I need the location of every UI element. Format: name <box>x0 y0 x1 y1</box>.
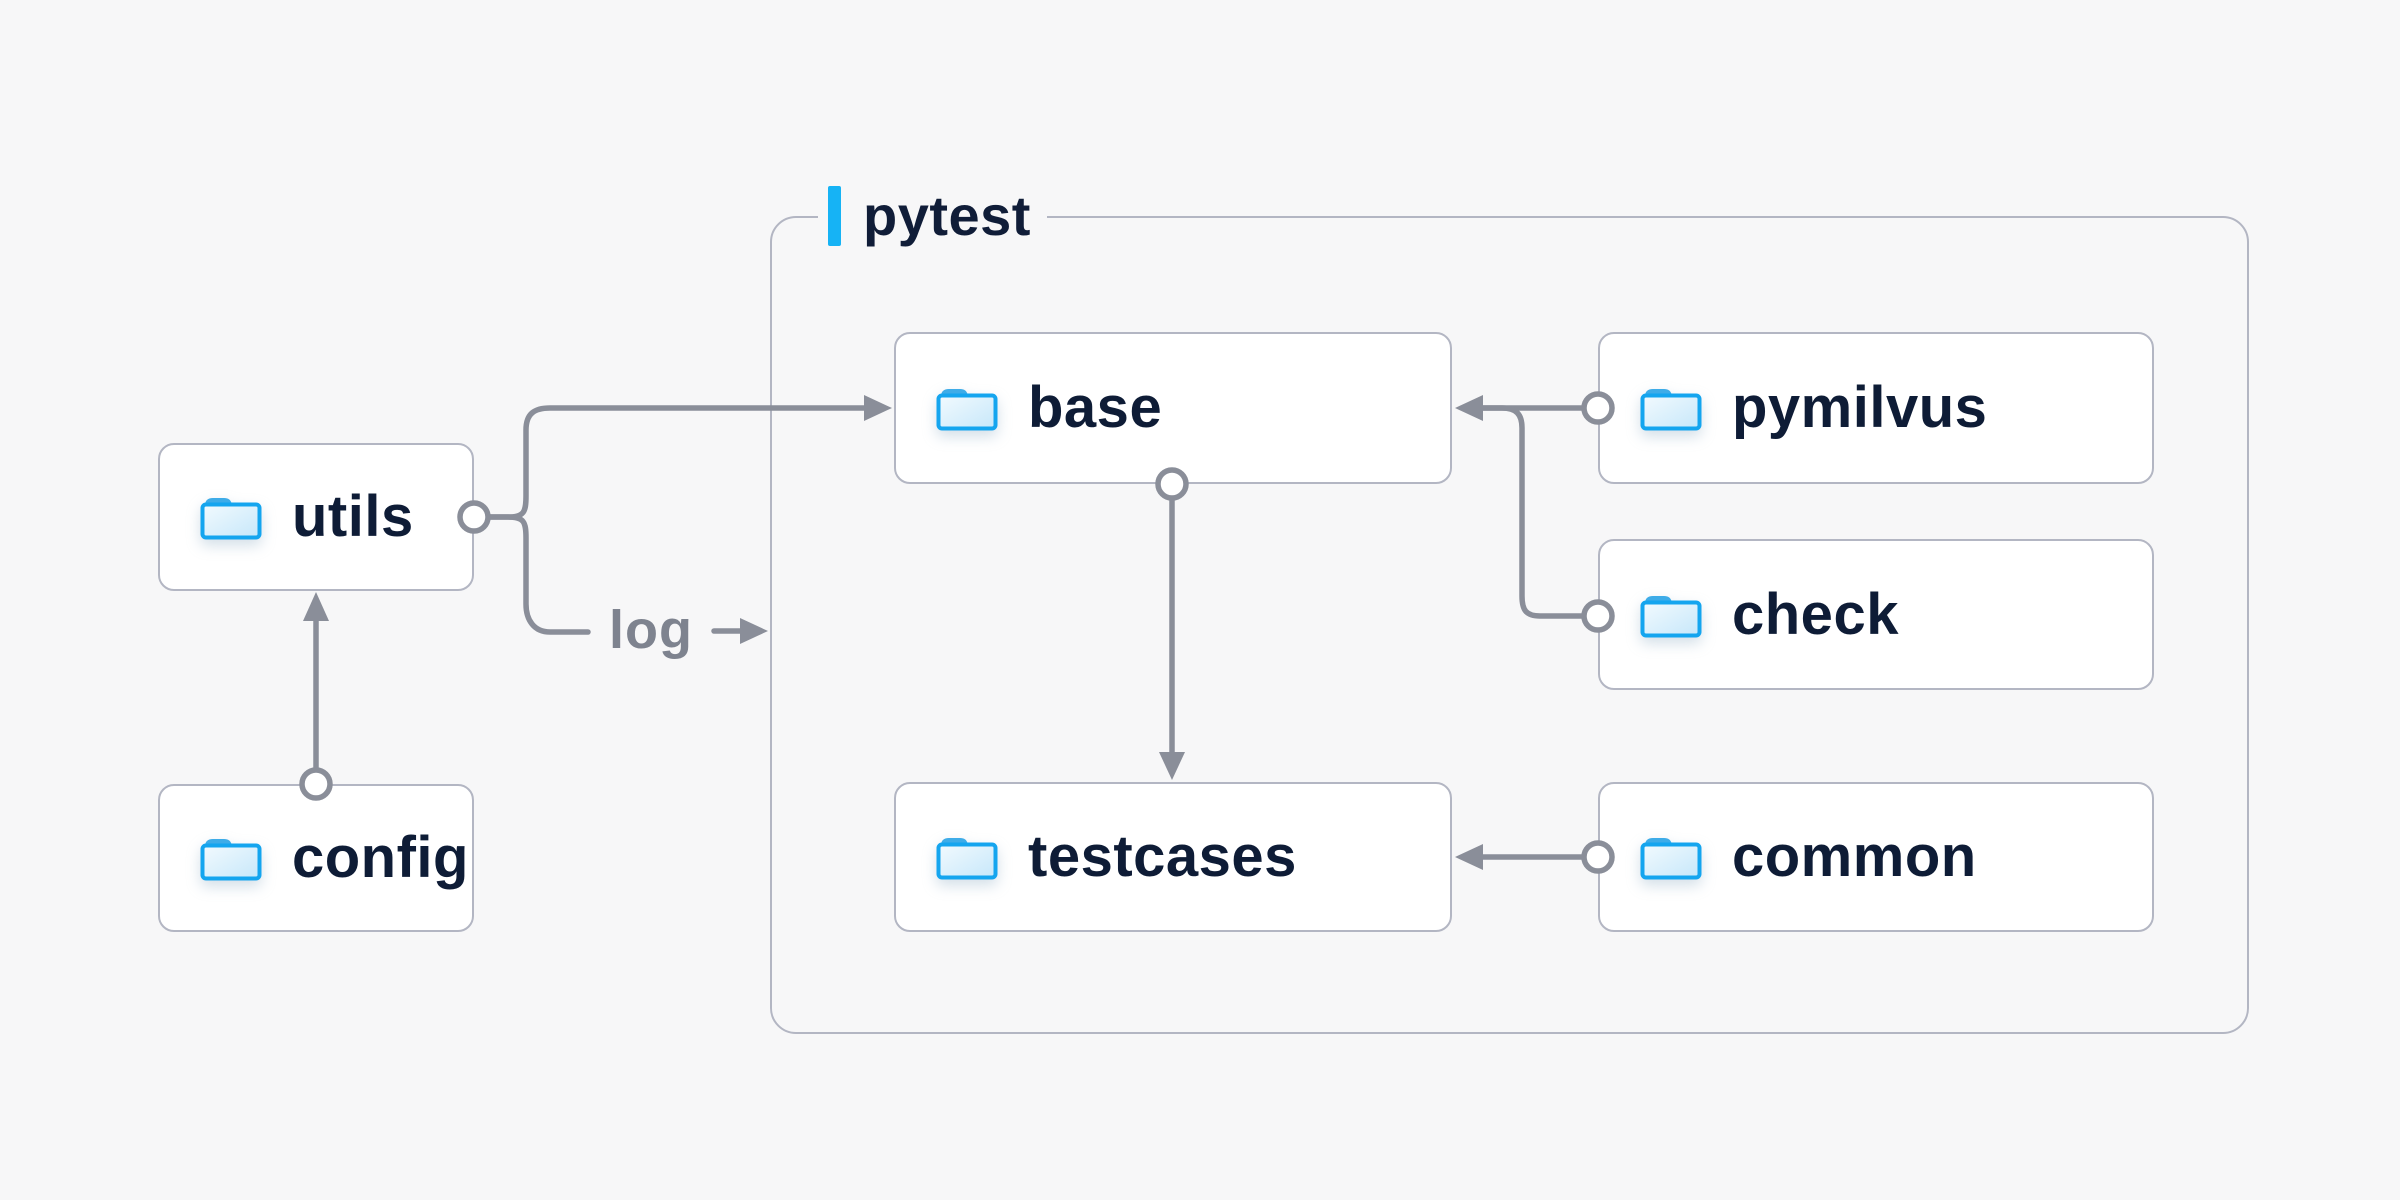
edge-label-log: log <box>609 600 693 660</box>
accent-bar-icon <box>828 186 841 246</box>
folder-icon <box>1638 591 1704 639</box>
node-label: utils <box>292 484 414 549</box>
pytest-container <box>770 216 2249 1034</box>
edge-config-utils <box>299 592 333 801</box>
node-label: testcases <box>1028 824 1297 889</box>
folder-icon <box>934 833 1000 881</box>
node-config[interactable]: config <box>158 784 474 932</box>
pytest-container-label: pytest <box>818 180 1047 252</box>
container-label-text: pytest <box>863 184 1031 247</box>
node-testcases[interactable]: testcases <box>894 782 1452 932</box>
node-utils[interactable]: utils <box>158 443 474 591</box>
node-label: check <box>1732 581 1899 647</box>
node-label: base <box>1028 375 1163 440</box>
node-base[interactable]: base <box>894 332 1452 484</box>
folder-icon <box>934 384 1000 432</box>
folder-icon <box>1638 384 1704 432</box>
folder-icon <box>198 493 264 541</box>
node-label: pymilvus <box>1732 375 1988 440</box>
node-check[interactable]: check <box>1598 539 2154 690</box>
node-common[interactable]: common <box>1598 782 2154 932</box>
folder-icon <box>1638 833 1704 881</box>
node-label: common <box>1732 824 1977 889</box>
node-label: config <box>292 825 469 890</box>
folder-icon <box>198 834 264 882</box>
node-pymilvus[interactable]: pymilvus <box>1598 332 2154 484</box>
